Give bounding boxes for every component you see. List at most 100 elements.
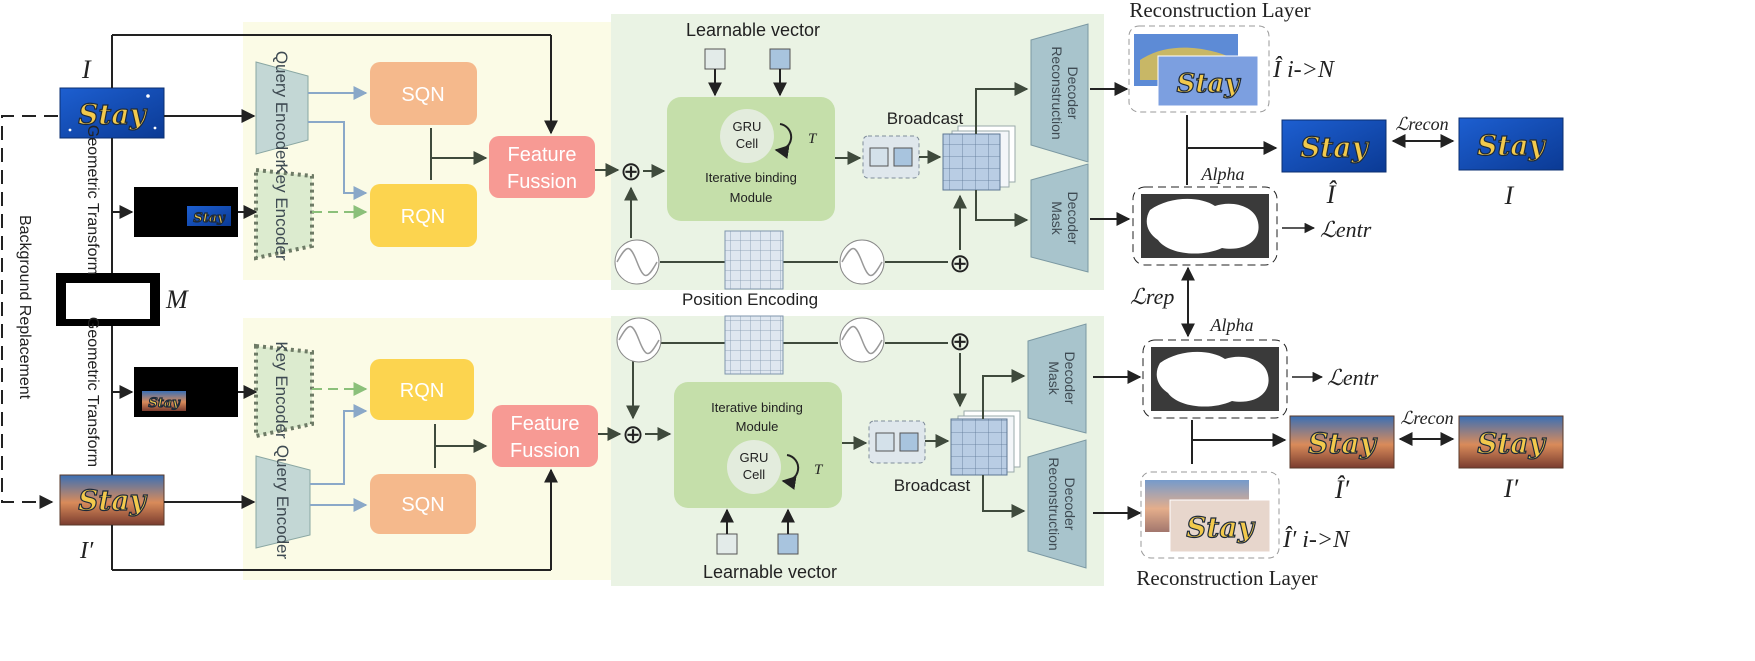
svg-text:Iterative binding: Iterative binding — [711, 400, 803, 415]
output-i-hat-prime: Stay — [1289, 415, 1395, 469]
svg-text:Mask: Mask — [1049, 201, 1065, 235]
reconstruction-decoder-top: Reconstruction Decoder — [1030, 23, 1089, 163]
svg-text:Module: Module — [730, 190, 773, 205]
target-image-I: Stay — [1458, 117, 1564, 171]
svg-text:Cell: Cell — [743, 467, 766, 482]
feature-fussion-bottom: Feature Fussion — [492, 405, 598, 467]
label-broadcast-bottom: Broadcast — [894, 476, 971, 495]
reconstruction-decoder-bottom: Reconstruction Decoder — [1027, 439, 1087, 569]
sine-wave-icon — [614, 239, 660, 285]
position-encoding-bottom — [626, 342, 967, 420]
sqn-box-top: SQN — [370, 62, 477, 125]
alpha-mask-bottom — [1142, 339, 1288, 419]
key-encoder-bottom: Key Encoder — [254, 341, 314, 439]
svg-text:Key Encoder: Key Encoder — [272, 341, 291, 439]
svg-text:RQN: RQN — [401, 206, 445, 228]
gru-cell-bottom: GRU — [740, 450, 769, 465]
stay-text: Stay — [1477, 427, 1546, 460]
svg-text:Decoder: Decoder — [1065, 192, 1081, 245]
input-image-bottom: Stay — [59, 474, 165, 526]
svg-text:RQN: RQN — [400, 380, 444, 402]
sine-wave-icon — [839, 239, 885, 285]
stay-text: Stay — [1177, 69, 1242, 99]
query-merge-bottom — [434, 424, 488, 468]
feature-fussion-top: Feature Fussion — [489, 136, 595, 198]
label-reconstruction-layer-top: Reconstruction Layer — [1129, 0, 1310, 22]
svg-text:Query Encoder: Query Encoder — [273, 445, 292, 560]
sqn-box-bottom: SQN — [370, 474, 476, 534]
svg-text:Decoder: Decoder — [1065, 67, 1081, 120]
label-broadcast-top: Broadcast — [887, 109, 964, 128]
output-i-hat: Stay — [1281, 119, 1387, 173]
transformed-image-bottom: Stay — [134, 367, 238, 417]
encoder-to-query-arrows-top — [308, 86, 368, 219]
label-input-I-prime: I′ — [79, 538, 94, 564]
rqn-box-top: RQN — [370, 184, 477, 247]
label-target-I: I — [1504, 181, 1515, 210]
label-i-hat: Î — [1326, 180, 1338, 209]
gru-cell-top: GRU — [733, 119, 762, 134]
label-T-bottom: T — [814, 462, 824, 478]
stay-text: Stay — [1186, 511, 1255, 544]
query-encoder-bottom: Query Encoder — [255, 445, 311, 560]
svg-text:SQN: SQN — [401, 494, 444, 516]
label-loss-rep: ℒrep — [1130, 284, 1174, 309]
label-target-I-prime: I′ — [1503, 474, 1519, 503]
label-loss-entr-bottom: ℒentr — [1327, 365, 1379, 390]
query-merge-top — [430, 128, 488, 180]
svg-text:Decoder: Decoder — [1062, 352, 1078, 405]
stay-text: Stay — [193, 211, 226, 226]
mask-decoder-top: Mask Decoder — [1030, 163, 1089, 273]
position-encoding-top — [624, 186, 967, 263]
position-encoding-grid — [724, 315, 784, 375]
stay-text: Stay — [78, 484, 147, 517]
encoder-to-query-arrows-bottom — [310, 382, 368, 512]
label-input-I: I — [81, 55, 92, 84]
stay-text: Stay — [1308, 427, 1377, 460]
reconstruction-layer-bottom: Stay — [1140, 471, 1280, 559]
label-loss-recon-bottom: ℒrecon — [1400, 408, 1453, 428]
stay-text: Stay — [1300, 131, 1369, 164]
transformed-image-top: Stay — [134, 187, 238, 237]
label-mask-M: M — [165, 285, 189, 314]
target-image-I-prime: Stay — [1458, 415, 1564, 469]
mask-decoder-bottom: Mask Decoder — [1027, 323, 1087, 434]
svg-text:Module: Module — [736, 419, 779, 434]
svg-text:Decoder: Decoder — [1062, 478, 1078, 531]
label-i-hat-prime: Î′ — [1334, 475, 1350, 504]
svg-text:Fussion: Fussion — [510, 440, 580, 462]
alpha-compose-bottom — [1191, 420, 1287, 464]
mask-image — [56, 273, 160, 326]
broadcast-grid-top — [942, 125, 1016, 191]
label-i-hat-i-to-N-bottom: Î′ i->N — [1282, 527, 1351, 553]
slot-vector-bottom — [868, 420, 926, 464]
position-encoding-grid — [724, 230, 784, 290]
label-loss-entr-top: ℒentr — [1320, 217, 1372, 242]
label-i-hat-i-to-N-top: Î i->N — [1272, 57, 1336, 83]
label-alpha-bottom: Alpha — [1210, 315, 1254, 335]
stay-text: Stay — [78, 98, 147, 131]
oplus-pe-bottom: ⊕ — [949, 327, 971, 356]
label-alpha-top: Alpha — [1201, 164, 1245, 184]
label-learnable-vector-top: Learnable vector — [686, 20, 820, 40]
label-background-replacement: Background Replacement — [16, 215, 33, 400]
svg-text:Reconstruction: Reconstruction — [1049, 46, 1065, 139]
learnable-vector-cell — [777, 533, 799, 555]
svg-text:Iterative binding: Iterative binding — [705, 170, 797, 185]
learnable-vector-cell — [769, 48, 791, 70]
label-geometric-transform-bottom: Geometric Transform — [84, 317, 101, 467]
sine-wave-icon — [616, 317, 662, 363]
label-loss-recon-top: ℒrecon — [1395, 114, 1448, 134]
svg-text:Fussion: Fussion — [507, 171, 577, 193]
svg-text:Mask: Mask — [1046, 361, 1062, 395]
svg-text:SQN: SQN — [401, 84, 444, 106]
input-image-top: Stay — [59, 87, 165, 139]
label-learnable-vector-bottom: Learnable vector — [703, 562, 837, 582]
svg-text:Feature: Feature — [511, 413, 580, 435]
label-T-top: T — [808, 131, 818, 147]
iterative-binding-module-top: GRU Cell T Iterative binding Module — [667, 97, 835, 221]
label-position-encoding: Position Encoding — [682, 290, 818, 309]
svg-text:Cell: Cell — [736, 136, 759, 151]
grid-to-decoders-bottom — [982, 369, 1026, 518]
